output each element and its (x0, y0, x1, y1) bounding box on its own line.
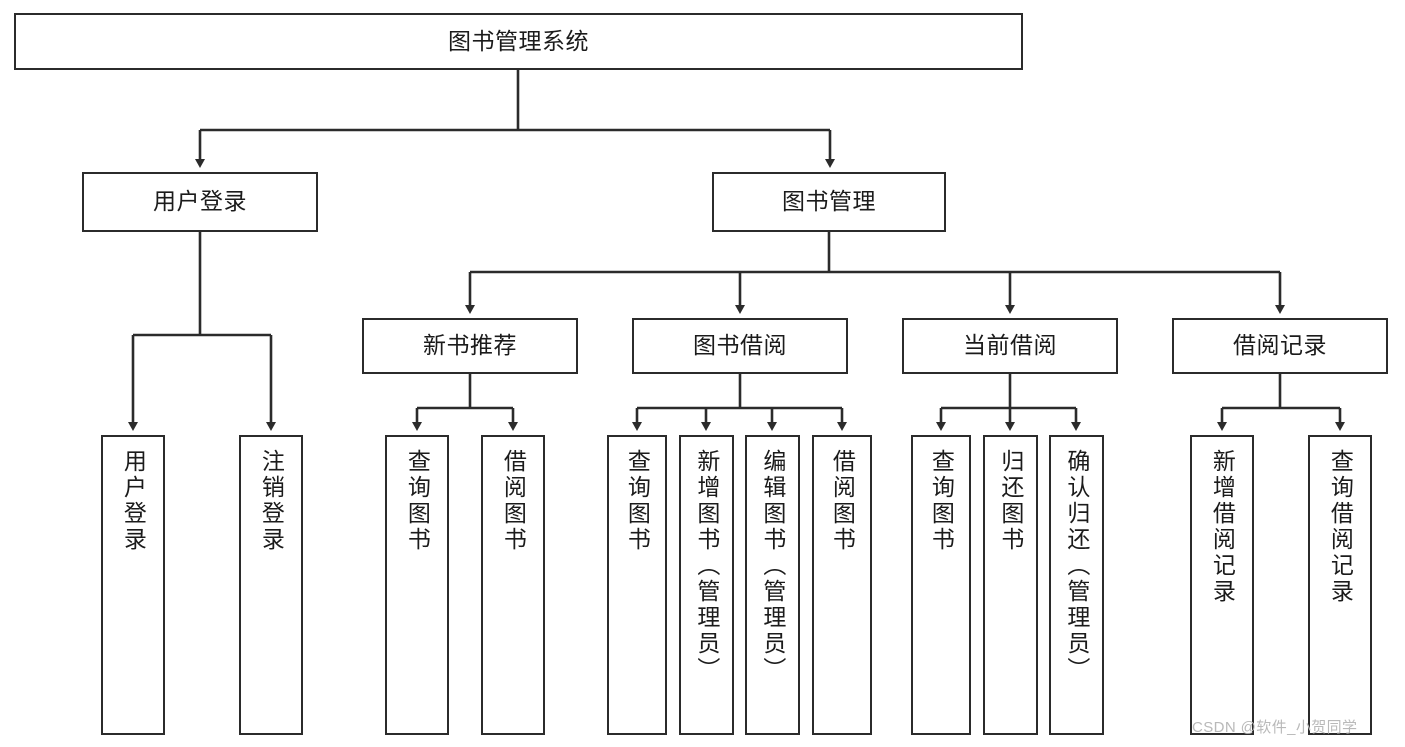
node-leaf-add-book-admin[interactable]: 新增图书（管理员） (679, 435, 734, 735)
node-user-login[interactable]: 用户登录 (82, 172, 318, 232)
node-leaf-add-borrow-record-label: 新增借阅记录 (1209, 449, 1236, 605)
node-root-system[interactable]: 图书管理系统 (14, 13, 1023, 70)
node-borrow-record[interactable]: 借阅记录 (1172, 318, 1388, 374)
node-leaf-confirm-return-admin[interactable]: 确认归还（管理员） (1049, 435, 1104, 735)
node-leaf-logout-login-label: 注销登录 (258, 449, 285, 553)
node-leaf-add-book-admin-label: 新增图书（管理员） (693, 449, 720, 683)
node-leaf-logout-login[interactable]: 注销登录 (239, 435, 303, 735)
node-leaf-confirm-return-admin-label: 确认归还（管理员） (1063, 449, 1090, 683)
node-leaf-return-book[interactable]: 归还图书 (983, 435, 1038, 735)
node-root-label: 图书管理系统 (448, 27, 589, 54)
node-leaf-borrow-book-rec[interactable]: 借阅图书 (481, 435, 545, 735)
node-leaf-borrow-book-rec-label: 借阅图书 (500, 449, 527, 553)
node-leaf-query-book-borrow[interactable]: 查询图书 (607, 435, 667, 735)
node-leaf-borrow-book[interactable]: 借阅图书 (812, 435, 872, 735)
node-leaf-add-borrow-record[interactable]: 新增借阅记录 (1190, 435, 1254, 735)
node-current-borrow[interactable]: 当前借阅 (902, 318, 1118, 374)
node-new-book-recommend-label: 新书推荐 (423, 332, 517, 359)
node-book-manage[interactable]: 图书管理 (712, 172, 946, 232)
node-leaf-user-login-label: 用户登录 (120, 449, 147, 553)
node-user-login-label: 用户登录 (153, 188, 247, 215)
node-borrow-record-label: 借阅记录 (1233, 332, 1327, 359)
node-leaf-query-borrow-record[interactable]: 查询借阅记录 (1308, 435, 1372, 735)
node-new-book-recommend[interactable]: 新书推荐 (362, 318, 578, 374)
node-book-borrow[interactable]: 图书借阅 (632, 318, 848, 374)
node-book-borrow-label: 图书借阅 (693, 332, 787, 359)
node-leaf-borrow-book-label: 借阅图书 (829, 449, 856, 553)
node-leaf-query-book-current-label: 查询图书 (928, 449, 955, 553)
node-leaf-query-book-rec-label: 查询图书 (404, 449, 431, 553)
node-leaf-query-book-rec[interactable]: 查询图书 (385, 435, 449, 735)
node-leaf-return-book-label: 归还图书 (997, 449, 1024, 553)
node-book-manage-label: 图书管理 (782, 188, 876, 215)
node-leaf-edit-book-admin[interactable]: 编辑图书（管理员） (745, 435, 800, 735)
node-leaf-query-book-current[interactable]: 查询图书 (911, 435, 971, 735)
node-leaf-edit-book-admin-label: 编辑图书（管理员） (759, 449, 786, 683)
node-leaf-query-book-borrow-label: 查询图书 (624, 449, 651, 553)
node-current-borrow-label: 当前借阅 (963, 332, 1057, 359)
node-leaf-query-borrow-record-label: 查询借阅记录 (1327, 449, 1354, 605)
node-leaf-user-login[interactable]: 用户登录 (101, 435, 165, 735)
